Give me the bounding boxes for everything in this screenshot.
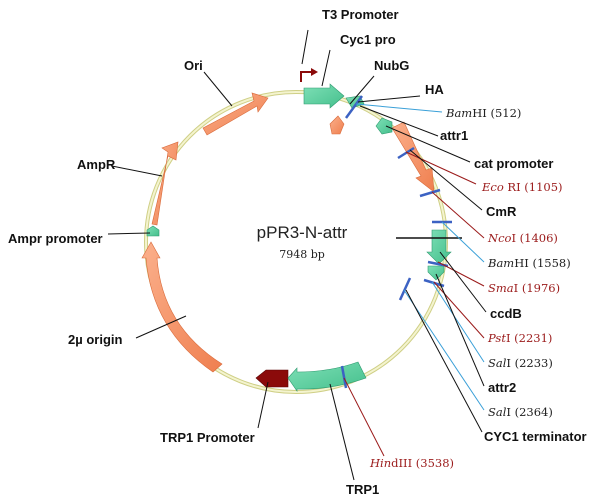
attr2-arrow xyxy=(427,265,445,281)
tick-bamhi-512 xyxy=(344,95,364,119)
leader-ha xyxy=(357,95,421,103)
leader-cyc1term xyxy=(405,289,483,433)
ampr-promoter-arrow xyxy=(146,225,160,237)
label-trp1-promoter: TRP1 Promoter xyxy=(160,430,255,445)
label-ori: Ori xyxy=(184,58,203,73)
leader-smai xyxy=(437,261,485,287)
tick-ncoi-1406 xyxy=(419,188,441,198)
cyc1-pro-arrow xyxy=(303,83,345,109)
tick-hindiii-3538 xyxy=(340,365,348,389)
two-mu-origin-arrow xyxy=(141,241,223,373)
label-attr1: attr1 xyxy=(440,128,468,143)
leader-sali-2233 xyxy=(431,281,485,363)
leader-ccdb xyxy=(439,251,487,313)
label-cat-promoter: cat promoter xyxy=(474,156,553,171)
site-psti-2231: PstI (2231) xyxy=(487,331,552,345)
label-ampr-promoter: Ampr promoter xyxy=(8,231,103,246)
site-bamhi-1558: BamHI (1558) xyxy=(487,256,571,270)
label-cyc1-terminator: CYC1 terminator xyxy=(484,429,587,444)
label-2mu-origin: 2µ origin xyxy=(68,332,122,347)
leader-attr1 xyxy=(359,105,439,137)
label-attr2: attr2 xyxy=(488,380,516,395)
leader-cat xyxy=(385,125,471,163)
label-trp1: TRP1 xyxy=(346,482,379,497)
leader-attr2 xyxy=(435,273,485,387)
site-ncoi-1406: NcoI (1406) xyxy=(487,231,558,245)
leader-cmr xyxy=(409,149,483,211)
t3-promoter-arrow xyxy=(300,71,314,82)
leader-ampr-promoter xyxy=(107,232,151,235)
site-bamhi-512: BamHI (512) xyxy=(445,106,521,120)
site-ecori-1105: Eco RI (1105) xyxy=(481,180,563,194)
site-smai-1976: SmaI (1976) xyxy=(488,281,560,295)
label-cmr: CmR xyxy=(486,204,517,219)
label-t3-promoter: T3 Promoter xyxy=(322,7,399,22)
ori-arrow xyxy=(202,92,269,136)
trp1-promoter-arrow xyxy=(255,369,289,388)
leader-ncoi xyxy=(431,191,485,239)
leader-hindiii xyxy=(343,377,385,457)
tick-sali-2364 xyxy=(398,277,412,301)
site-hindiii-3538: HindIII (3538) xyxy=(369,456,454,470)
leader-trp1 xyxy=(329,383,355,481)
leader-bamhi-1558 xyxy=(441,221,485,263)
leader-ampr xyxy=(111,165,163,177)
leader-ecori xyxy=(405,151,477,185)
trp1-arrow xyxy=(287,361,367,392)
cat-promoter-arrow xyxy=(375,117,393,135)
label-ccdb: ccdB xyxy=(490,306,522,321)
nubg-arrow xyxy=(329,115,345,135)
leader-nubg xyxy=(349,75,375,105)
leader-ori xyxy=(203,71,233,107)
plasmid-name: pPR3-N-attr xyxy=(257,223,348,242)
site-sali-2233: SalI (2233) xyxy=(488,356,553,370)
leader-sali-2364 xyxy=(403,289,485,411)
ampr-arrow xyxy=(151,141,179,226)
label-nubg: NubG xyxy=(374,58,409,73)
leader-trp1-promoter xyxy=(257,381,269,429)
leader-2mu xyxy=(135,315,187,339)
site-sali-2364: SalI (2364) xyxy=(488,405,553,419)
label-cyc1-pro: Cyc1 pro xyxy=(340,32,396,47)
label-ha: HA xyxy=(425,82,444,97)
leader-cyc1pro xyxy=(321,49,331,87)
cmr-arrow xyxy=(391,121,435,193)
tick-ecori-1105 xyxy=(397,146,415,160)
leader-psti xyxy=(433,281,485,339)
plasmid-size: 7948 bp xyxy=(279,248,325,261)
leader-t3 xyxy=(301,29,309,65)
leader-bamhi-512 xyxy=(355,103,443,113)
label-ampr: AmpR xyxy=(77,157,116,172)
t3-promoter-arrow-head xyxy=(311,68,318,76)
